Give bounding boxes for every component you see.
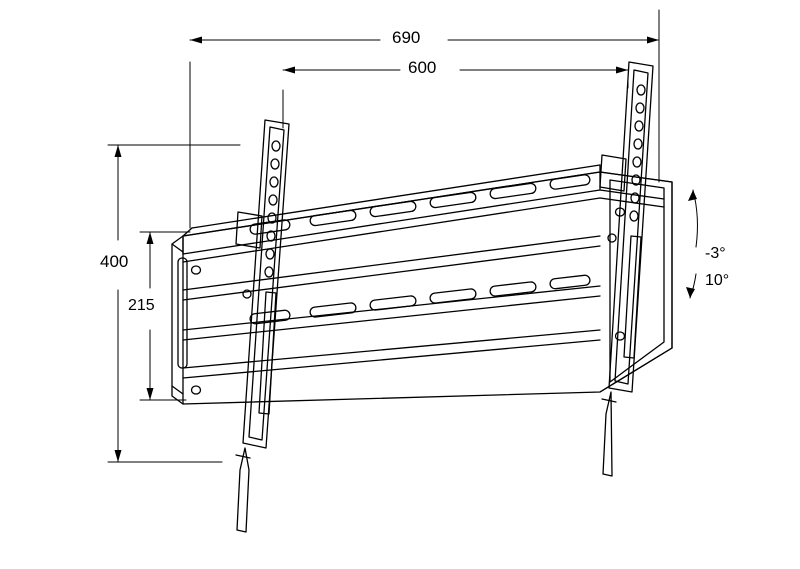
left-arm-inner [248, 126, 285, 441]
slot-top-5 [549, 174, 591, 190]
left-arm-hole-2 [270, 158, 280, 170]
left-arm-hole-5 [267, 212, 277, 224]
right-arm-pivot-hole [607, 233, 617, 243]
top-rail-top-edge [191, 164, 601, 229]
right-arm-hole-3 [634, 120, 644, 132]
left-arm-hole-3 [269, 176, 279, 188]
bottom-slot-row [249, 274, 591, 325]
plate-line-1 [182, 197, 601, 263]
right-arm-hole-8 [629, 210, 639, 222]
left-arm-hole-4 [268, 194, 278, 206]
plate-line-6 [182, 329, 601, 369]
left-arm-slot [258, 291, 277, 415]
arrow-600-left [283, 66, 295, 74]
arrow-tilt-down [686, 287, 695, 298]
slot-top-1 [309, 209, 357, 227]
plate-line-2 [182, 235, 601, 291]
left-arm-pivot-hole [242, 289, 252, 299]
right-arm-hole-5 [632, 156, 642, 168]
slot-top-2 [369, 200, 417, 218]
dimension-label-400: 400 [100, 252, 129, 271]
dimension-label-690: 690 [392, 28, 421, 47]
screw-hole-top-left [190, 265, 202, 275]
arrow-600-right [616, 66, 628, 74]
right-arm-hole-6 [631, 174, 641, 186]
top-rail-left-bevel [182, 227, 193, 237]
right-arm-hole-2 [635, 102, 645, 114]
wall-plate [171, 164, 673, 405]
left-end-slot [177, 257, 188, 369]
left-arm-mount-block [235, 211, 263, 249]
right-tv-arm [599, 61, 654, 477]
screw-hole-bottom-right [614, 331, 626, 341]
arrow-690-right [647, 36, 659, 44]
right-arm-hole-1 [636, 84, 646, 96]
wall-plate-outline [182, 171, 673, 405]
slot-bottom-2 [369, 295, 417, 311]
arrow-215-bottom [146, 388, 154, 400]
plate-line-7 [182, 339, 601, 379]
arrow-400-top [114, 145, 122, 157]
top-slot-row [249, 174, 591, 235]
left-tv-arm [235, 119, 290, 533]
right-endcap-inner [609, 179, 665, 383]
right-endcap-line-2 [599, 197, 665, 208]
arrow-215-top [146, 232, 154, 244]
right-arm-mount-block [599, 154, 627, 192]
right-arm-hole-4 [633, 138, 643, 150]
plate-line-5 [182, 295, 601, 341]
right-arm-hole-column [629, 84, 646, 222]
slot-top-6 [249, 219, 291, 235]
dimension-lines [107, 9, 698, 463]
left-arm-outline [242, 119, 290, 449]
right-arm-outline [608, 61, 654, 393]
right-arm-hole-7 [630, 192, 640, 204]
screw-hole-bottom-left [190, 385, 202, 395]
slot-bottom-3 [429, 288, 477, 304]
plate-left-endcap [171, 235, 184, 405]
left-arm-hole-7 [265, 248, 275, 260]
right-arm-inner [614, 69, 649, 385]
plate-line-3 [182, 245, 601, 301]
plate-left-endcap-top [171, 243, 184, 253]
slot-bottom-1 [309, 302, 357, 318]
slot-top-4 [489, 182, 537, 200]
left-arm-tail-cap [235, 454, 251, 459]
arrow-690-left [190, 36, 202, 44]
right-arm-slot [623, 235, 642, 359]
plate-right-bottom [599, 347, 673, 393]
right-arm-tail [602, 391, 613, 477]
dimension-label-600: 600 [408, 58, 437, 77]
slot-bottom-5 [549, 274, 591, 290]
left-arm-tail [236, 447, 250, 533]
angle-label-tilt-down: 10° [705, 272, 730, 289]
right-arm-tail-cap [601, 398, 617, 403]
left-arm-hole-8 [264, 266, 274, 278]
plate-left-endcap-bottom [171, 385, 184, 395]
arrow-tilt-up [688, 190, 697, 201]
dimension-label-215: 215 [128, 297, 155, 314]
angle-label-tilt-up: -3° [705, 245, 726, 262]
slot-top-3 [429, 191, 477, 209]
left-arm-hole-6 [266, 230, 276, 242]
slot-bottom-4 [489, 281, 537, 297]
plate-right-top [599, 171, 673, 183]
arrow-400-bottom [114, 450, 122, 462]
left-arm-hole-1 [271, 140, 281, 152]
left-arm-hole-column [264, 140, 281, 278]
